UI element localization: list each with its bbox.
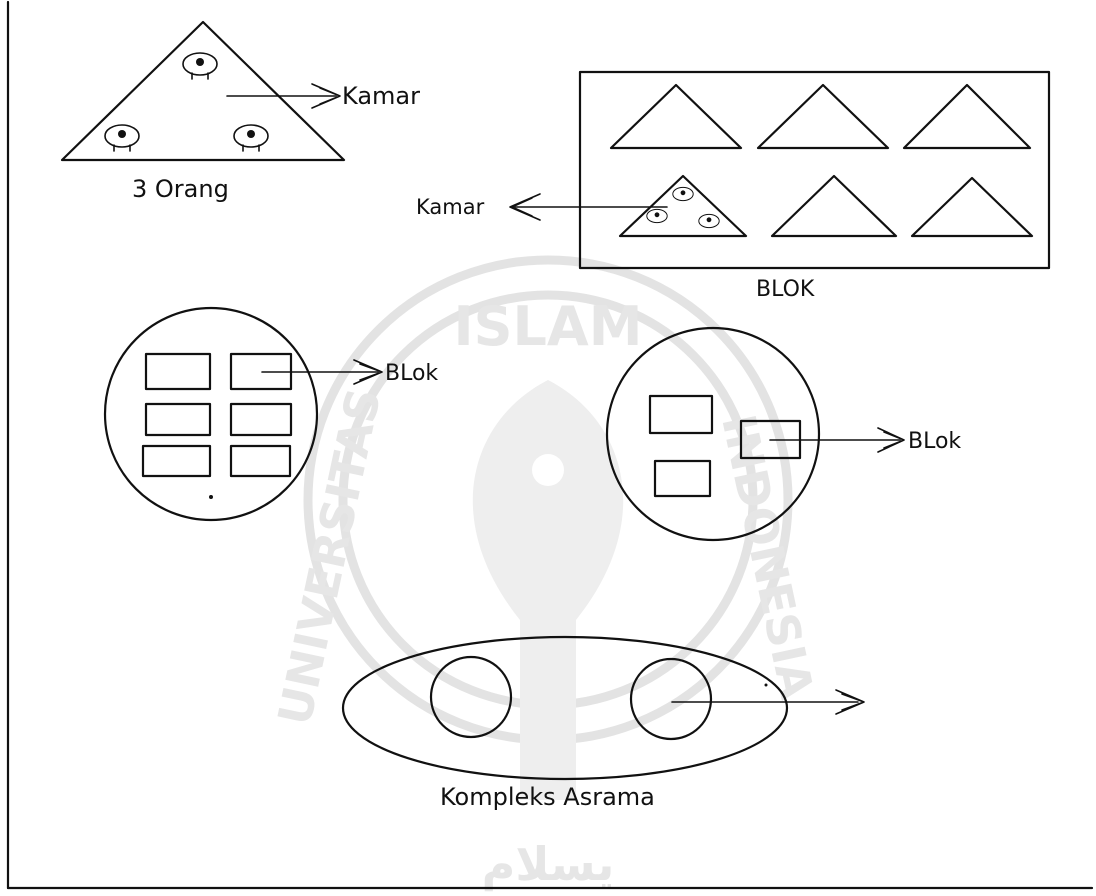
person-icon bbox=[105, 125, 139, 151]
label-kamar-left: Kamar bbox=[416, 195, 485, 219]
person-icon bbox=[699, 214, 719, 227]
room-triangle bbox=[62, 22, 344, 160]
blok-box bbox=[146, 404, 210, 435]
label-three-people: 3 Orang bbox=[132, 175, 229, 203]
blok-room-triangle-occupied bbox=[620, 176, 746, 236]
blok-box bbox=[231, 404, 291, 435]
person-icon bbox=[673, 187, 693, 200]
dot bbox=[209, 495, 213, 499]
asrama-circle-small bbox=[631, 659, 711, 739]
label-kamar-top: Kamar bbox=[342, 82, 420, 110]
label-blok-left-arrow: BLok bbox=[385, 361, 438, 386]
watermark-bottom-text: يسلام bbox=[482, 837, 615, 891]
blok-box bbox=[146, 354, 210, 389]
blok-box bbox=[655, 461, 710, 496]
blok-rectangle bbox=[580, 72, 1049, 268]
watermark-top-text: ISLAM bbox=[454, 295, 643, 358]
person-icon bbox=[183, 53, 217, 79]
label-blok-right-arrow: BLok bbox=[908, 429, 961, 454]
blok-room-triangle bbox=[611, 85, 741, 148]
room-triangle-group: Kamar 3 Orang bbox=[62, 22, 420, 203]
label-kompleks-caption: Kompleks Asrama bbox=[440, 783, 655, 811]
person-icon bbox=[647, 209, 667, 222]
blok-room-triangle bbox=[772, 176, 896, 236]
blok-group: Kamar BLOK bbox=[416, 72, 1049, 302]
person-icon bbox=[234, 125, 268, 151]
asrama-circle-right bbox=[607, 328, 819, 540]
blok-room-triangle bbox=[904, 85, 1030, 148]
blok-box bbox=[231, 446, 290, 476]
blok-box bbox=[650, 396, 712, 433]
blok-room-triangle bbox=[912, 178, 1032, 236]
blok-room-triangle bbox=[758, 85, 888, 148]
label-blok-caption: BLOK bbox=[756, 277, 815, 302]
asrama-circle-left-group: BLok bbox=[105, 308, 438, 520]
blok-box bbox=[143, 446, 210, 476]
dot bbox=[765, 684, 768, 687]
